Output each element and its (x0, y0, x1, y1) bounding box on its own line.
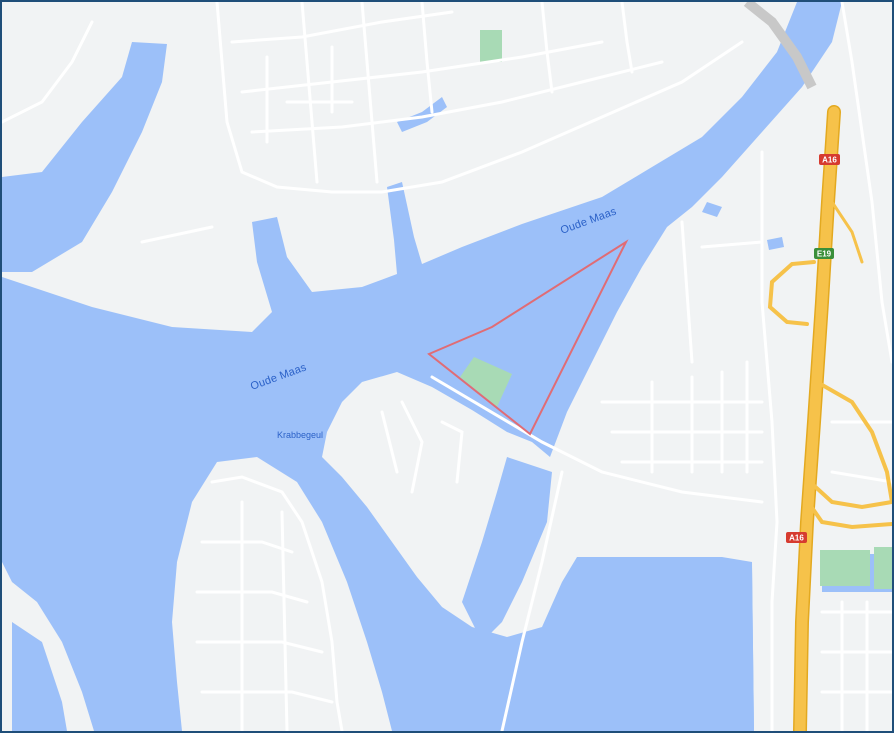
shield-e19: E19 (814, 248, 834, 259)
svg-text:A16: A16 (789, 534, 804, 543)
park-southeast-2 (874, 547, 892, 589)
bridge (743, 2, 817, 90)
canal-north (397, 97, 447, 132)
harbour-basin-southeast (562, 562, 754, 731)
label-inlet: Krabbegeul (277, 430, 323, 440)
harbour-basin-west (2, 42, 167, 272)
park-triangle (460, 357, 512, 407)
site-boundary[interactable] (427, 239, 629, 436)
svg-text:A16: A16 (822, 156, 837, 165)
canal-east (702, 202, 722, 217)
harbour-inlet-central (462, 457, 552, 642)
pond-east (767, 237, 784, 250)
shield-a16-top: A16 (819, 154, 840, 165)
shield-a16-bottom: A16 (786, 532, 807, 543)
parks (460, 30, 892, 589)
park-southeast (820, 550, 870, 586)
motorway-a16 (767, 105, 892, 731)
park-north (480, 30, 502, 62)
river-oude-maas (2, 2, 842, 731)
svg-text:E19: E19 (817, 250, 832, 259)
harbour-basin-southwest (12, 622, 67, 731)
